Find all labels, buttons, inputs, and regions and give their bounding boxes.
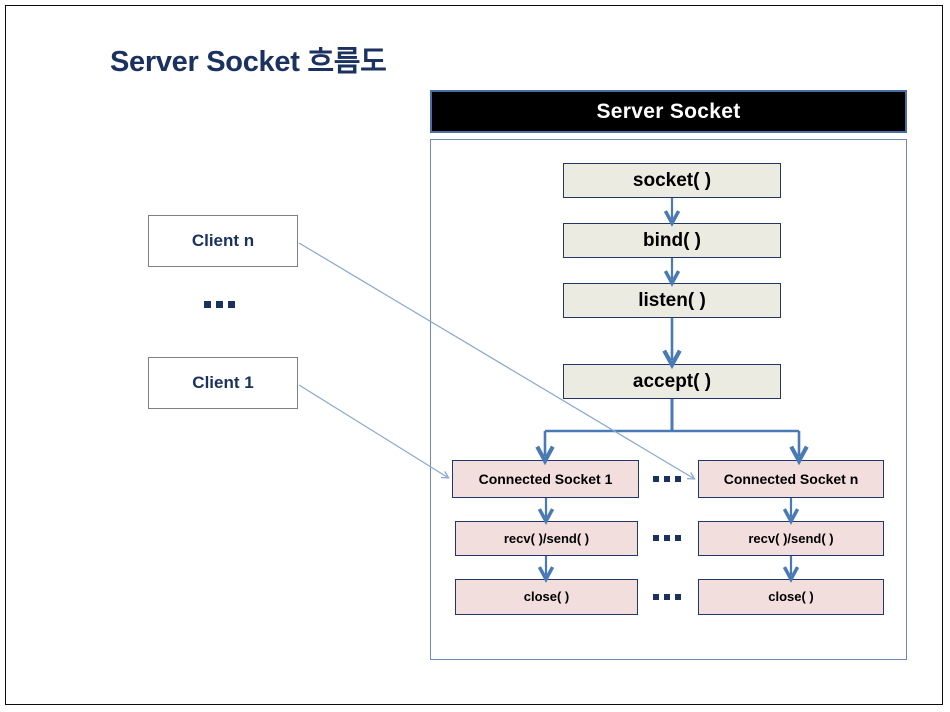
connected-socket-ellipsis <box>653 476 681 482</box>
flow-box-socket[interactable]: socket( ) <box>563 163 781 198</box>
connected-socket-n-label: Connected Socket n <box>723 470 859 487</box>
client-box-n[interactable]: Client n <box>148 215 298 267</box>
connected-socket-n-box[interactable]: Connected Socket n <box>698 460 884 498</box>
recv-send-n-box[interactable]: recv( )/send( ) <box>698 521 884 556</box>
recv-send-n-label: recv( )/send( ) <box>748 530 834 546</box>
flow-box-accept[interactable]: accept( ) <box>563 364 781 399</box>
connected-socket-1-box[interactable]: Connected Socket 1 <box>452 460 639 498</box>
flow-box-socket-label: socket( ) <box>632 169 712 191</box>
page-title: Server Socket 흐름도 <box>110 46 387 78</box>
close-n-box[interactable]: close( ) <box>698 579 884 615</box>
flow-box-bind[interactable]: bind( ) <box>563 223 781 258</box>
flow-box-listen[interactable]: listen( ) <box>563 283 781 318</box>
server-socket-header-label: Server Socket <box>596 99 741 123</box>
connected-socket-1-label: Connected Socket 1 <box>478 470 613 487</box>
recv-send-ellipsis <box>653 535 681 541</box>
client-box-1[interactable]: Client 1 <box>148 357 298 409</box>
close-1-box[interactable]: close( ) <box>455 579 638 615</box>
client-box-n-label: Client n <box>191 231 255 250</box>
recv-send-1-box[interactable]: recv( )/send( ) <box>455 521 638 556</box>
client-box-1-label: Client 1 <box>192 373 254 392</box>
close-1-label: close( ) <box>523 589 570 605</box>
close-n-label: close( ) <box>768 589 814 605</box>
client-ellipsis <box>204 301 235 308</box>
flow-box-listen-label: listen( ) <box>638 289 706 311</box>
flow-box-bind-label: bind( ) <box>642 229 702 251</box>
flow-box-accept-label: accept( ) <box>632 370 712 392</box>
server-socket-header: Server Socket <box>430 90 907 133</box>
recv-send-1-label: recv( )/send( ) <box>503 530 590 546</box>
close-ellipsis <box>653 594 681 600</box>
